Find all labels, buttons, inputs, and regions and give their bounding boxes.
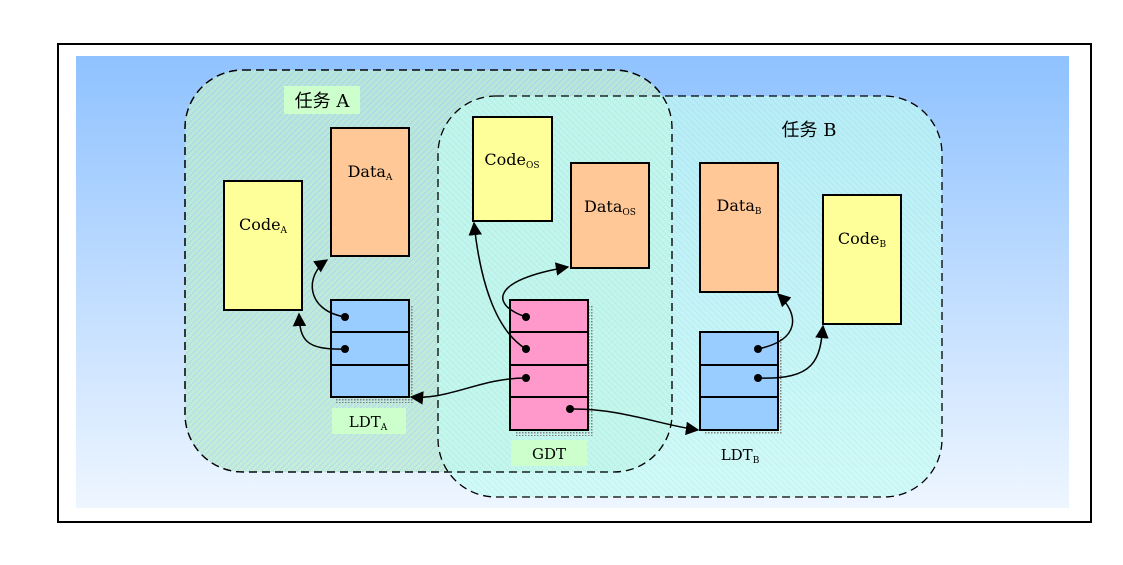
arrow-ldta-to-code-a (292, 312, 346, 350)
arrow-ldtb-to-code-b (757, 324, 829, 379)
gdt-label-bg (511, 440, 587, 466)
arrow-gdt-to-code-os (468, 221, 527, 350)
ldt-a-label: LDTA (349, 413, 388, 433)
data-a-text: Data (348, 162, 387, 181)
gdt-label: GDT (532, 445, 566, 463)
code-b-sub: B (879, 240, 886, 250)
gdt-dot (566, 405, 574, 413)
code-b-label: CodeB (838, 229, 887, 250)
arrows (292, 221, 829, 436)
gdt-entry (509, 396, 589, 431)
ldt-b-label: LDTB (721, 446, 760, 466)
ldt-b-text: LDT (721, 446, 753, 464)
data-os-sub: OS (622, 208, 636, 218)
task-a-outline (184, 69, 673, 473)
ldt-b-entry (699, 396, 779, 431)
ldt-b-dot (754, 374, 762, 382)
task-a-label: 任务 A (295, 91, 351, 112)
ldt-b-entry (699, 364, 779, 398)
data-os-block (570, 162, 650, 269)
data-os-text: Data (584, 197, 623, 216)
data-a-block (330, 127, 410, 257)
gdt-table (509, 299, 589, 431)
ldt-a-dot (341, 345, 349, 353)
code-b-block (822, 194, 902, 325)
ldt-b-entry (699, 331, 779, 366)
data-os-label: DataOS (584, 197, 636, 218)
ldt-b-dot (754, 345, 762, 353)
data-a-label: DataA (348, 162, 393, 183)
ldt-a-sub: A (380, 423, 388, 433)
ldt-a-label-bg (332, 408, 406, 434)
gdt-dot (522, 345, 530, 353)
code-b-text: Code (838, 229, 880, 248)
code-os-text: Code (484, 150, 526, 169)
entry-dots (341, 313, 762, 413)
code-a-text: Code (239, 215, 281, 234)
arrow-ldta-to-data-a (311, 259, 346, 318)
task-b-label: 任务 B (782, 120, 837, 141)
data-b-block (699, 162, 779, 293)
arrow-ldtb-to-data-b (757, 293, 794, 350)
code-os-block (472, 116, 553, 222)
gdt-entry (509, 331, 589, 366)
ldt-b-sub: B (753, 456, 760, 466)
data-b-text: Data (717, 196, 756, 215)
gdt-dot (522, 313, 530, 321)
code-os-label: CodeOS (484, 150, 539, 171)
code-a-sub: A (280, 226, 288, 236)
code-a-block (223, 180, 303, 311)
ldt-a-text: LDT (349, 413, 381, 431)
arrow-gdt-to-ldt-b (569, 408, 700, 436)
arrow-gdt-to-ldt-a (409, 377, 527, 405)
gdt-entry (509, 364, 589, 398)
task-a-label-bg (284, 86, 360, 114)
arrow-gdt-to-data-os (502, 262, 570, 318)
gdt-dot (522, 374, 530, 382)
ldt-b-table (699, 331, 779, 431)
ldt-a-dot (341, 313, 349, 321)
data-a-sub: A (385, 173, 393, 183)
ldt-a-entry (330, 364, 410, 398)
code-os-sub: OS (526, 161, 540, 171)
code-a-label: CodeA (239, 215, 288, 236)
data-b-label: DataB (717, 196, 762, 217)
data-b-sub: B (755, 207, 762, 217)
